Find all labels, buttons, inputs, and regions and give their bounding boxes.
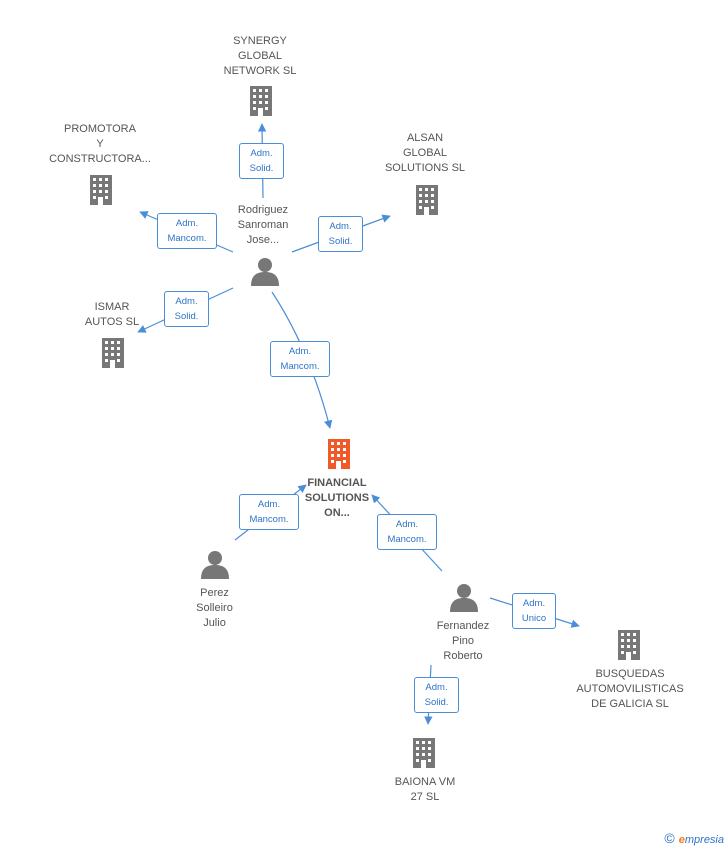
node-label-baiona[interactable]: BAIONA VM 27 SL	[394, 776, 456, 803]
node-label-promotora[interactable]: PROMOTORA Y CONSTRUCTORA...	[49, 123, 151, 165]
node-label-fernandez[interactable]: Fernandez Pino Roberto	[436, 620, 490, 662]
building-icon-promotora[interactable]	[90, 175, 112, 205]
edge-label-rod-ismar: Adm. Solid.	[164, 291, 209, 327]
brand-logo-e: e	[678, 834, 685, 846]
edge-label-fern-busquedas: Adm. Unico	[512, 593, 556, 629]
edge-label-fern-baiona: Adm. Solid.	[414, 677, 459, 713]
edge-label-rod-alsan: Adm. Solid.	[318, 216, 363, 252]
node-label-busquedas[interactable]: BUSQUEDAS AUTOMOVILISTICAS DE GALICIA SL	[576, 668, 684, 710]
edge-label-rod-center: Adm. Mancom.	[270, 341, 330, 377]
building-icon-synergy[interactable]	[250, 86, 272, 116]
copyright-icon: ©	[664, 830, 675, 846]
building-icon-ismar[interactable]	[102, 338, 124, 368]
node-label-rodriguez[interactable]: Rodriguez Sanroman Jose...	[237, 204, 289, 246]
brand-footer[interactable]: ©empresia	[664, 830, 724, 846]
edge-label-rod-promotora: Adm. Mancom.	[157, 213, 217, 249]
building-icon-baiona[interactable]	[413, 738, 435, 768]
node-label-ismar[interactable]: ISMAR AUTOS SL	[84, 301, 140, 328]
node-label-center[interactable]: FINANCIAL SOLUTIONS ON...	[304, 477, 370, 519]
person-icon-fernandez[interactable]	[450, 584, 478, 612]
node-label-alsan[interactable]: ALSAN GLOBAL SOLUTIONS SL	[384, 132, 466, 174]
edge-label-perez-center: Adm. Mancom.	[239, 494, 299, 530]
brand-name: mpresia	[684, 834, 724, 846]
node-label-synergy[interactable]: SYNERGY GLOBAL NETWORK SL	[223, 35, 297, 77]
edge-label-fern-center: Adm. Mancom.	[377, 514, 437, 550]
person-icon-rodriguez[interactable]	[251, 258, 279, 286]
node-label-perez[interactable]: Perez Solleiro Julio	[196, 587, 233, 629]
person-icon-perez[interactable]	[201, 551, 229, 579]
building-icon-busquedas[interactable]	[618, 630, 640, 660]
building-icon-center[interactable]	[328, 439, 350, 469]
edge-label-rod-synergy: Adm. Solid.	[239, 143, 284, 179]
building-icon-alsan[interactable]	[416, 185, 438, 215]
